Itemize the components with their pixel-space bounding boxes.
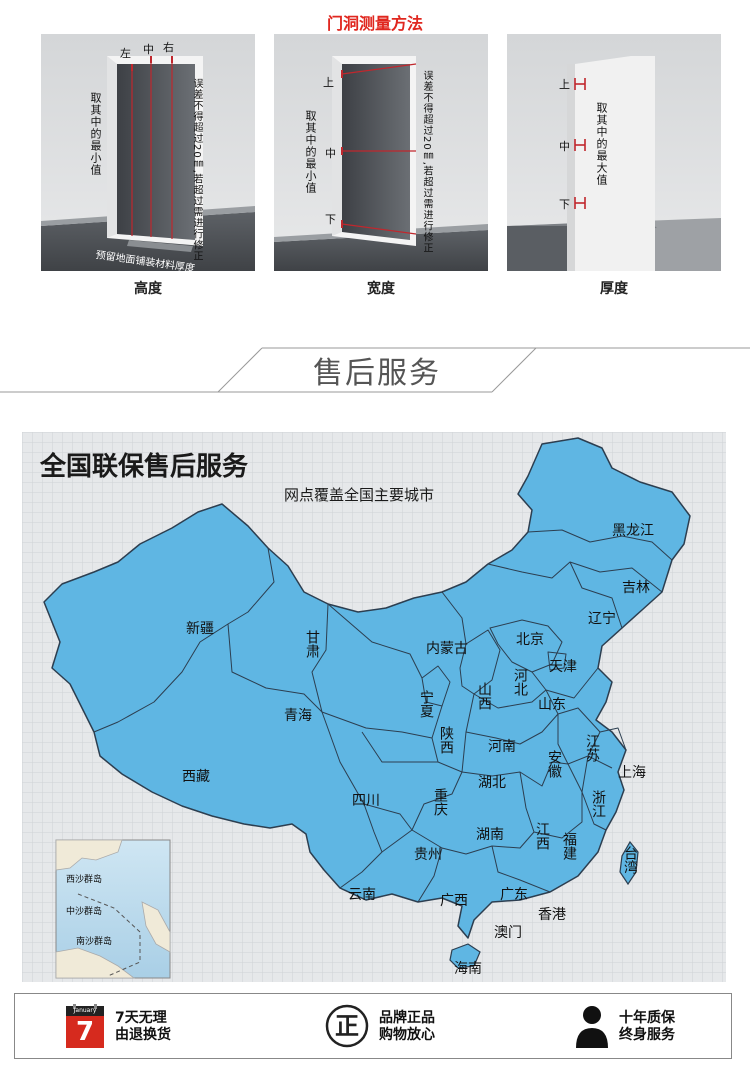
inset-label-zhongsha: 中沙群岛 — [66, 907, 103, 917]
seal-character: 正 — [335, 1012, 359, 1040]
province-label-hainan: 海南 — [454, 961, 482, 977]
province-label-guangxi: 广西 — [440, 893, 468, 909]
thickness-measure-panel: 上 中 下 取其中的最大值 — [507, 34, 721, 271]
section-divider — [0, 347, 750, 393]
thickness-label-middle: 中 — [559, 140, 570, 153]
thickness-label-top: 上 — [559, 78, 570, 91]
province-label-guizhou: 贵州 — [414, 847, 442, 863]
width-left-note: 取其中的最小值 — [304, 110, 317, 194]
province-label-liaoning: 辽宁 — [588, 611, 616, 627]
province-label-xizang: 西藏 — [182, 769, 210, 785]
width-measure-panel: 上 中 下 取其中的最小值 误差不得超过20㎜,若超过需进行修正 — [274, 34, 488, 271]
province-label-gansu: 甘肃 — [304, 630, 320, 658]
province-label-jiangxi: 江西 — [534, 822, 550, 850]
province-label-taiwan: 台湾 — [622, 846, 638, 874]
province-label-hubei: 湖北 — [478, 775, 506, 791]
map-subtitle: 网点覆盖全国主要城市 — [284, 486, 435, 504]
height-measure-panel: 左 中 右 取其中的最小值 误差不得超过20㎜,若超过需进行修正 预留地面铺装材… — [41, 34, 255, 271]
province-label-ningxia: 宁夏 — [418, 690, 434, 718]
province-label-beijing: 北京 — [516, 632, 544, 648]
measure-title: 门洞测量方法 — [326, 14, 423, 33]
province-label-jiangsu: 江苏 — [584, 734, 600, 762]
guarantee-warranty-line1: 十年质保 — [619, 1010, 675, 1026]
width-door-illustration — [274, 34, 488, 271]
province-label-xianggang: 香港 — [538, 907, 566, 923]
province-label-tianjin: 天津 — [549, 659, 577, 675]
guarantee-return: January 7 7天无理 由退换货 — [65, 1004, 215, 1050]
guarantee-genuine-line1: 品牌正品 — [379, 1010, 435, 1026]
height-label-right: 右 — [163, 41, 174, 54]
province-label-shaanxi: 陕西 — [438, 726, 454, 754]
thickness-label-bottom: 下 — [559, 198, 570, 211]
guarantee-genuine: 正 品牌正品 购物放心 — [325, 1004, 475, 1050]
thickness-door-illustration — [507, 34, 721, 271]
height-door-illustration — [41, 34, 255, 271]
province-label-hunan: 湖南 — [476, 827, 504, 843]
section-title: 售后服务 — [313, 356, 441, 391]
height-right-note: 误差不得超过20㎜,若超过需进行修正 — [191, 78, 202, 262]
province-label-sichuan: 四川 — [352, 793, 380, 809]
map-title: 全国联保售后服务 — [40, 452, 249, 482]
zheng-seal-icon — [325, 1004, 369, 1048]
guarantee-bar: January 7 7天无理 由退换货 正 品牌正品 购物放心 十年质保 终身服… — [14, 993, 732, 1059]
province-label-henan: 河南 — [488, 739, 516, 755]
province-label-xinjiang: 新疆 — [186, 621, 214, 637]
inset-label-xisha: 西沙群岛 — [66, 875, 103, 885]
province-label-qinghai: 青海 — [284, 708, 312, 724]
province-label-yunnan: 云南 — [348, 887, 376, 903]
province-label-zhejiang: 浙江 — [590, 790, 606, 818]
china-map-graphic — [22, 432, 726, 982]
height-caption: 高度 — [134, 281, 162, 297]
calendar-day: 7 — [75, 1017, 95, 1047]
width-label-top: 上 — [323, 76, 334, 89]
inset-label-nansha: 南沙群岛 — [76, 937, 113, 947]
guarantee-warranty: 十年质保 终身服务 — [575, 1004, 725, 1050]
province-label-fujian: 福建 — [561, 832, 577, 860]
province-label-neimenggu: 内蒙古 — [426, 641, 468, 657]
thickness-caption: 厚度 — [600, 281, 628, 297]
province-label-hebei: 河北 — [512, 668, 528, 696]
thickness-right-note: 取其中的最大值 — [595, 102, 608, 186]
guarantee-warranty-line2: 终身服务 — [619, 1027, 675, 1043]
china-service-map: 全国联保售后服务 网点覆盖全国主要城市 黑龙江 吉林 辽宁 北京 天津 河北 山… — [22, 432, 726, 982]
province-label-aomen: 澳门 — [494, 925, 522, 941]
height-label-middle: 中 — [143, 43, 154, 56]
province-label-heilongjiang: 黑龙江 — [612, 523, 654, 539]
guarantee-return-line1: 7天无理 — [115, 1010, 167, 1026]
province-label-chongqing: 重庆 — [432, 788, 448, 816]
width-label-middle: 中 — [325, 147, 336, 160]
calendar-icon — [66, 1004, 104, 1048]
province-label-shandong: 山东 — [538, 697, 566, 713]
province-label-anhui: 安徽 — [546, 750, 562, 778]
width-label-bottom: 下 — [325, 213, 336, 226]
province-label-shanghai: 上海 — [618, 765, 646, 781]
person-icon — [576, 1006, 608, 1048]
width-caption: 宽度 — [367, 281, 395, 297]
province-label-guangdong: 广东 — [500, 887, 528, 903]
width-right-note: 误差不得超过20㎜,若超过需进行修正 — [421, 70, 432, 254]
province-label-jilin: 吉林 — [622, 580, 650, 596]
guarantee-genuine-line2: 购物放心 — [379, 1027, 435, 1043]
guarantee-return-line2: 由退换货 — [115, 1027, 171, 1043]
province-label-shanxi: 山西 — [476, 682, 492, 710]
height-label-left: 左 — [120, 47, 131, 60]
height-left-note: 取其中的最小值 — [89, 92, 102, 176]
calendar-month: January — [73, 1007, 97, 1014]
